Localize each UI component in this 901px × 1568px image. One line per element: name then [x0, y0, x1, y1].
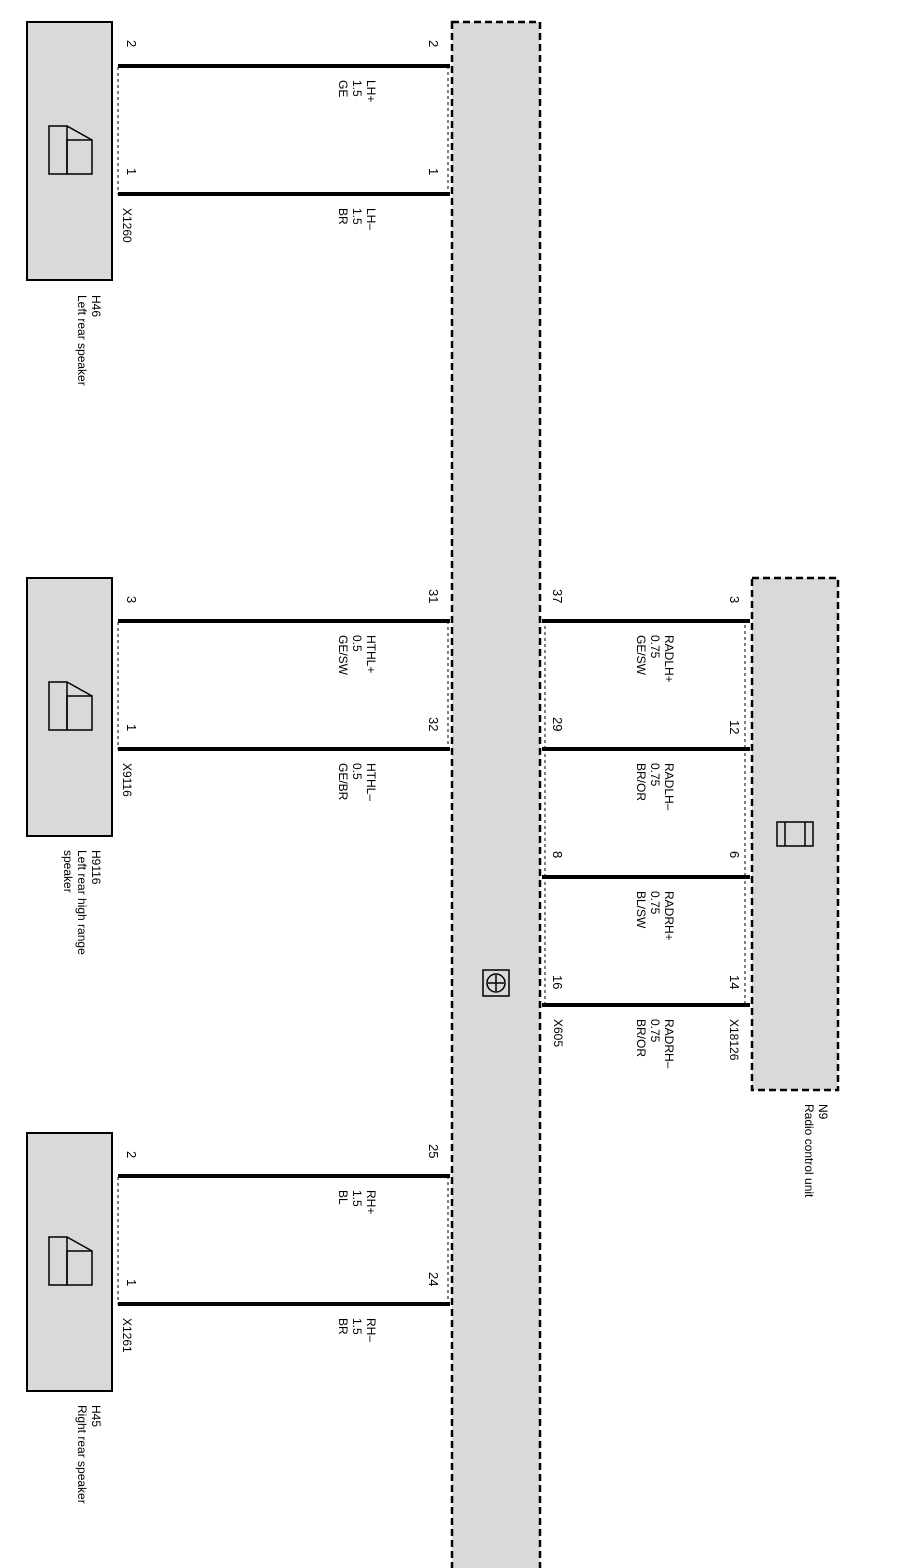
wire-signal: LH+ [364, 80, 378, 102]
pin-number: 16 [550, 975, 565, 989]
component-name: Radio control unit [802, 1104, 816, 1198]
wire-signal: RH– [364, 1318, 378, 1342]
wire-signal: RH+ [364, 1190, 378, 1214]
connector-label: X605 [551, 1019, 565, 1047]
component-name: Left rear speaker [75, 295, 89, 386]
wire-size: 0.75 [648, 635, 662, 659]
pin-number: 6 [727, 851, 742, 858]
connector-label: X9116 [120, 763, 134, 797]
pin-number: 2 [124, 40, 139, 47]
wire-signal: HTHL+ [364, 635, 378, 673]
wire-size: 1.5 [350, 208, 364, 225]
speaker-icon [48, 125, 93, 175]
wire-color: GE/SW [634, 635, 648, 676]
wire-size: 0.75 [648, 763, 662, 787]
pin-number: 8 [550, 851, 565, 858]
wire-color: GE/SW [336, 635, 350, 676]
connector-label: X1261 [120, 1318, 134, 1353]
pin-number: 24 [426, 1272, 441, 1286]
wire-color: BR/OR [634, 1019, 648, 1057]
pin-number: 3 [124, 596, 139, 603]
connector-outline [117, 1175, 449, 1305]
speaker-block-h46 [26, 21, 113, 281]
wire-size: 0.5 [350, 635, 364, 652]
wire-color: BR [336, 208, 350, 225]
wire-size: 0.5 [350, 763, 364, 780]
component-id: H45 [89, 1405, 103, 1427]
pin-number: 2 [124, 1151, 139, 1158]
wire-signal: RADRH– [662, 1019, 676, 1069]
pin-number: 32 [426, 717, 441, 731]
component-name: speaker [61, 850, 75, 893]
wire-color: BR/OR [634, 763, 648, 801]
wire-color: BL [336, 1190, 350, 1205]
pin-number: 1 [426, 168, 441, 175]
pin-number: 1 [124, 1279, 139, 1286]
amplifier-block [450, 20, 542, 1568]
wire-size: 1.5 [350, 1190, 364, 1207]
pin-number: 1 [124, 168, 139, 175]
pin-number: 1 [124, 724, 139, 731]
wire-size: 1.5 [350, 1318, 364, 1335]
speaker-icon [48, 1236, 93, 1286]
speaker-icon [48, 681, 93, 731]
component-name: Left rear high range [75, 850, 89, 955]
connector-outline [117, 620, 449, 750]
pin-number: 2 [426, 40, 441, 47]
wire-color: BL/SW [634, 891, 648, 929]
wire-color: GE/BR [336, 763, 350, 801]
pin-number: 31 [426, 589, 441, 603]
wire-signal: HTHL– [364, 763, 378, 801]
wire-signal: RADRH+ [662, 891, 676, 941]
component-id: H46 [89, 295, 103, 317]
pin-number: 29 [550, 717, 565, 731]
speaker-block-h9116 [26, 577, 113, 837]
pin-number: 25 [426, 1144, 441, 1158]
connector-outline [117, 65, 449, 195]
connector-label: X18126 [727, 1019, 741, 1061]
wire-signal: RADLH+ [662, 635, 676, 683]
component-id: N9 [816, 1104, 830, 1120]
speaker-block-h45 [26, 1132, 113, 1392]
wire-color: BR [336, 1318, 350, 1335]
amplifier-icon [482, 969, 510, 997]
wire-size: 1.5 [350, 80, 364, 97]
pin-number: 3 [727, 596, 742, 603]
wire-size: 0.75 [648, 891, 662, 915]
wire-signal: RADLH– [662, 763, 676, 811]
radio-control-unit-block [750, 576, 840, 1092]
pin-number: 37 [550, 589, 565, 603]
component-name: Right rear speaker [75, 1405, 89, 1504]
component-id: H9116 [89, 850, 103, 885]
wire-size: 0.75 [648, 1019, 662, 1043]
wire-color: GE [336, 80, 350, 97]
connector-label: X1260 [120, 208, 134, 243]
radio-icon [776, 821, 814, 847]
pin-number: 12 [727, 720, 742, 734]
pin-number: 14 [727, 975, 742, 989]
wire-signal: LH– [364, 208, 378, 230]
